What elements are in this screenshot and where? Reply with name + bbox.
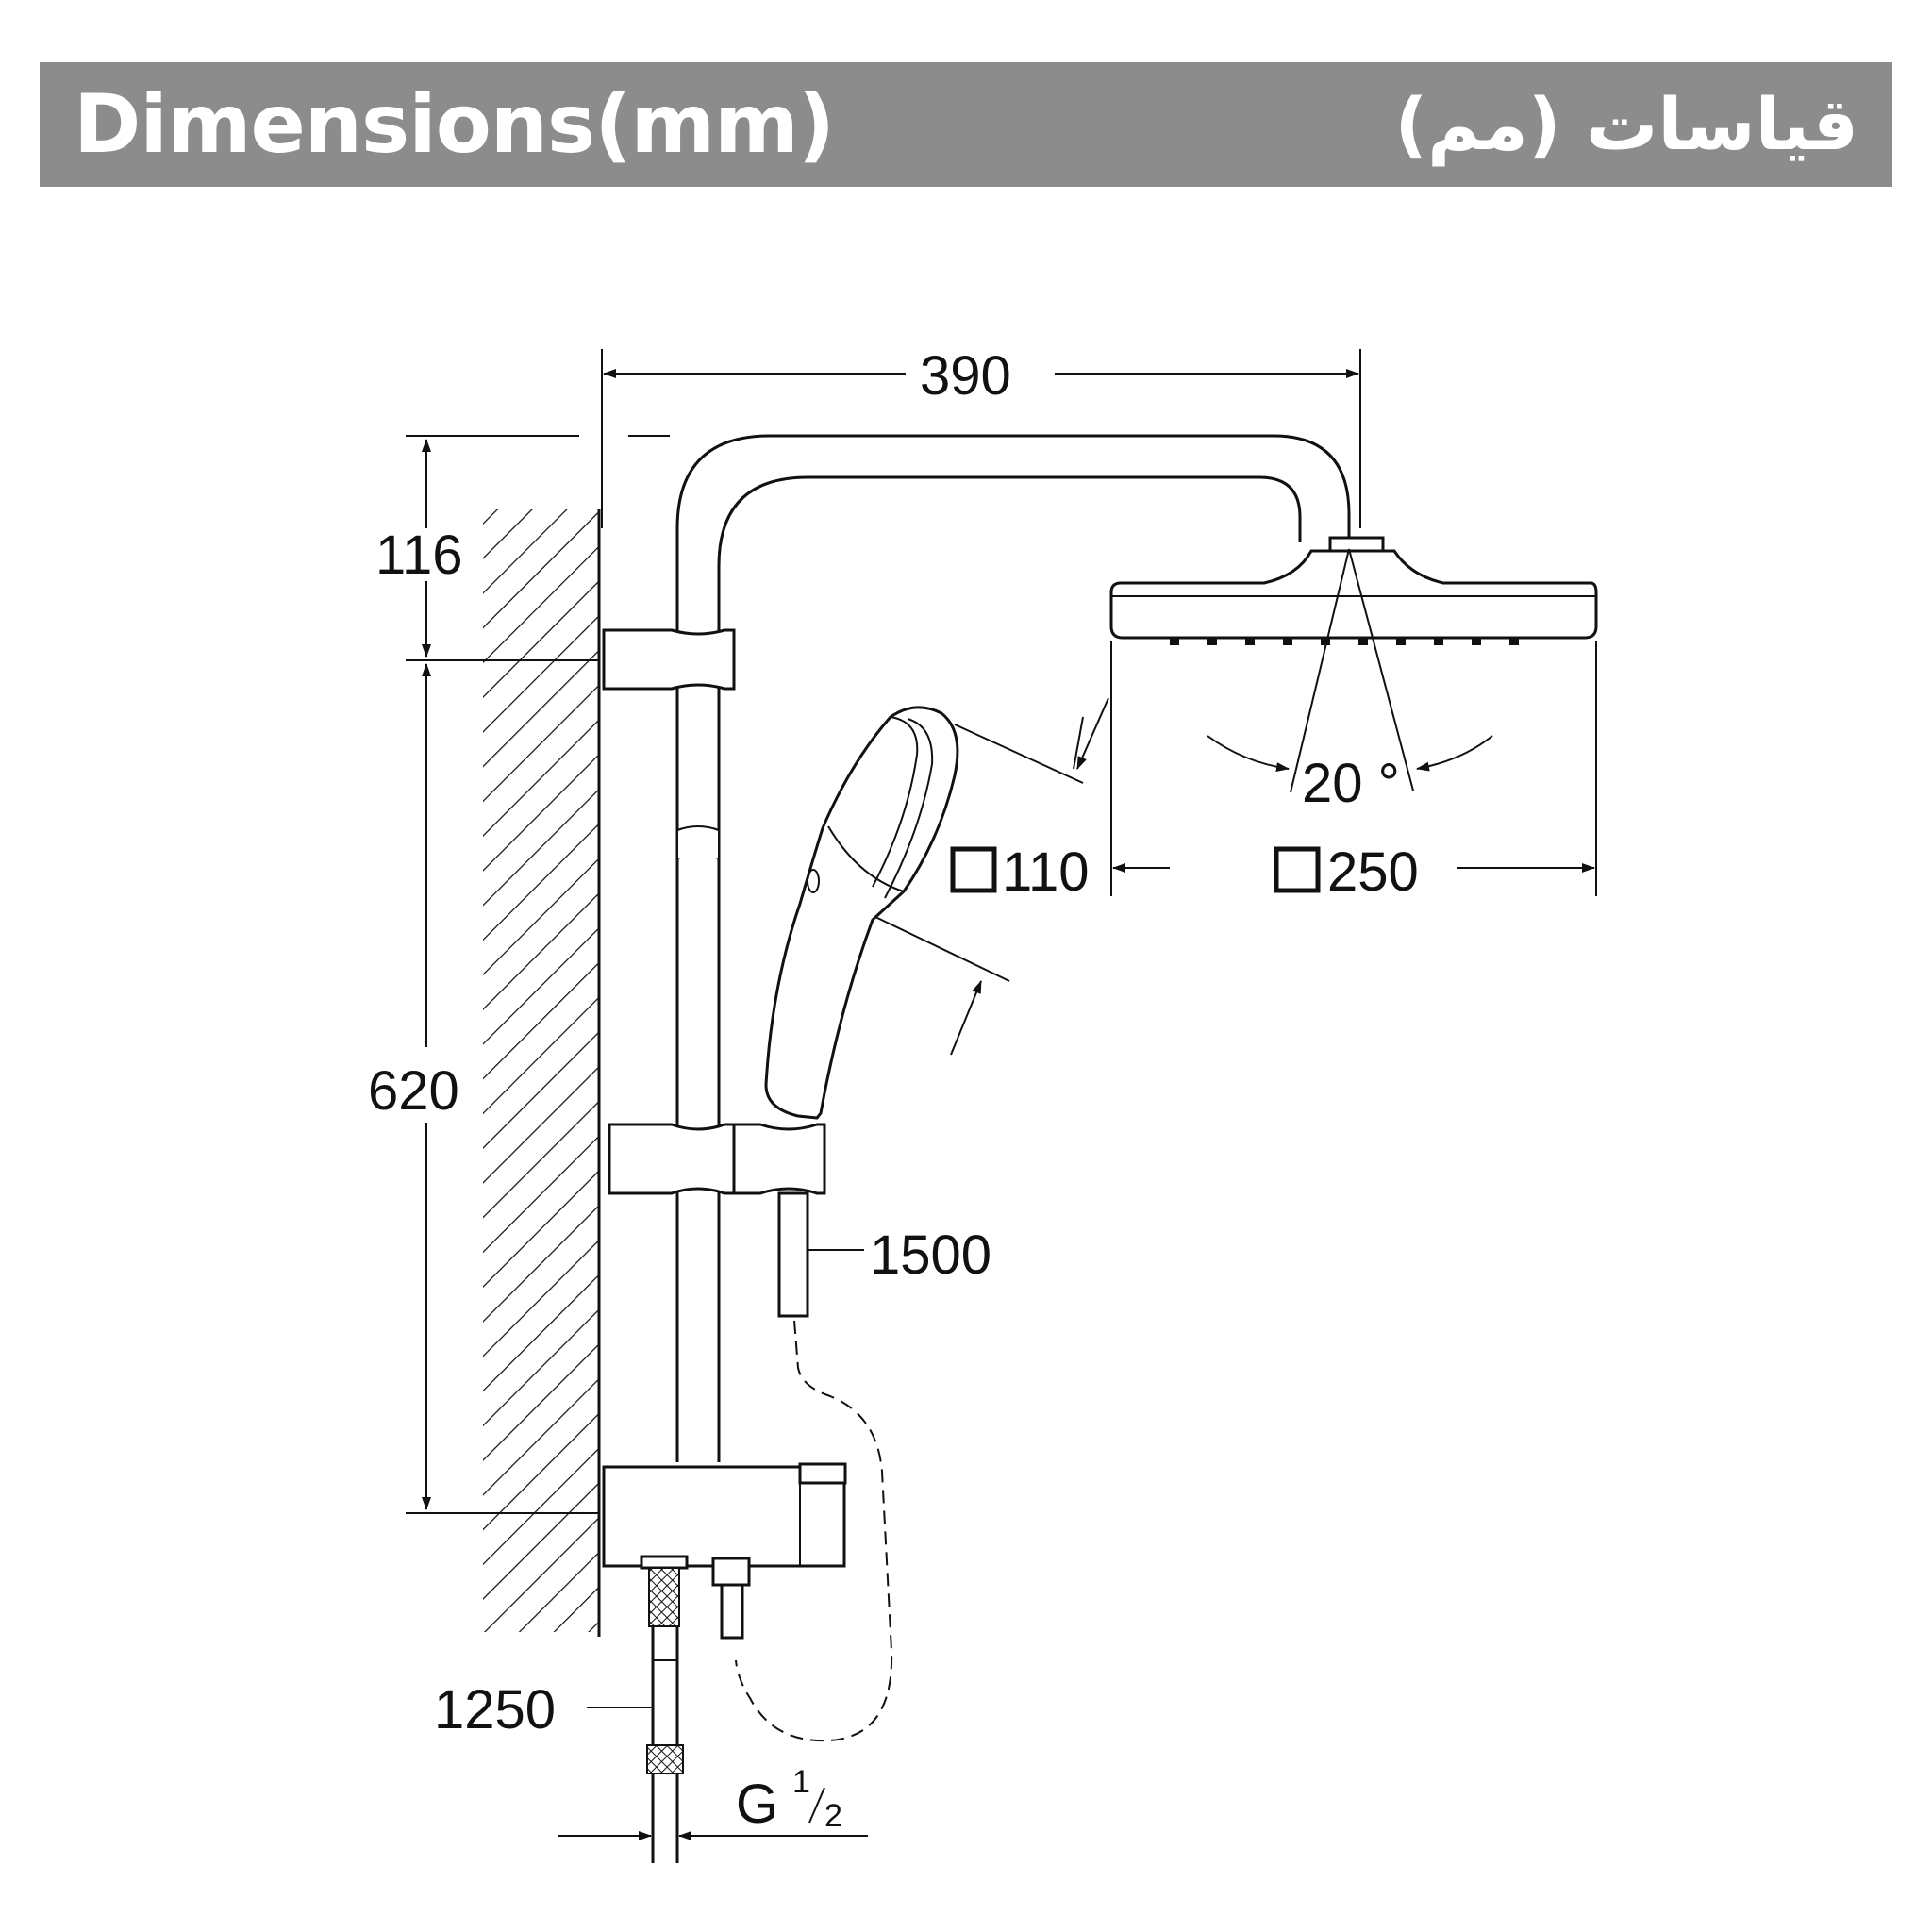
hand-shower-holder: 1500 xyxy=(608,1123,991,1318)
tilt-angle-label: 20 ° xyxy=(1302,753,1400,814)
shower-arm xyxy=(675,434,1351,1462)
wall xyxy=(483,509,601,1637)
thread-numerator: 1 xyxy=(792,1764,810,1800)
header-bar: Dimensions(mm) قياسات (مم) xyxy=(40,62,1892,187)
thread-denominator: 2 xyxy=(824,1798,842,1834)
title-english: Dimensions(mm) xyxy=(74,77,835,172)
connection-thread-dimension: G 1 2 xyxy=(558,1764,868,1840)
hand-shower-hose-label: 1500 xyxy=(870,1224,991,1286)
head-shower xyxy=(1109,536,1598,793)
tilt-angle-indicator: 20 ° xyxy=(1207,735,1493,814)
arm-height-label: 116 xyxy=(375,525,462,586)
arm-reach-label: 390 xyxy=(920,345,1011,407)
supply-hose-label: 1250 xyxy=(434,1679,556,1740)
hand-shower-size-label: 110 xyxy=(1002,841,1089,903)
hand-shower: 110 xyxy=(764,697,1109,1120)
thread-label: G xyxy=(736,1774,778,1835)
hand-shower-hose xyxy=(735,1320,893,1742)
head-shower-width-dimension: 250 xyxy=(1110,641,1597,903)
vertical-dimensions: 116 620 xyxy=(368,435,670,1514)
arm-reach-dimension: 390 xyxy=(601,345,1361,528)
supply-hose: 1250 xyxy=(434,1626,684,1863)
thermostat-body xyxy=(602,1462,847,1640)
title-arabic: قياسات (مم) xyxy=(1394,82,1858,166)
head-shower-size-label: 250 xyxy=(1327,841,1419,903)
rail-length-label: 620 xyxy=(368,1060,459,1122)
upper-wall-bracket xyxy=(602,628,736,691)
